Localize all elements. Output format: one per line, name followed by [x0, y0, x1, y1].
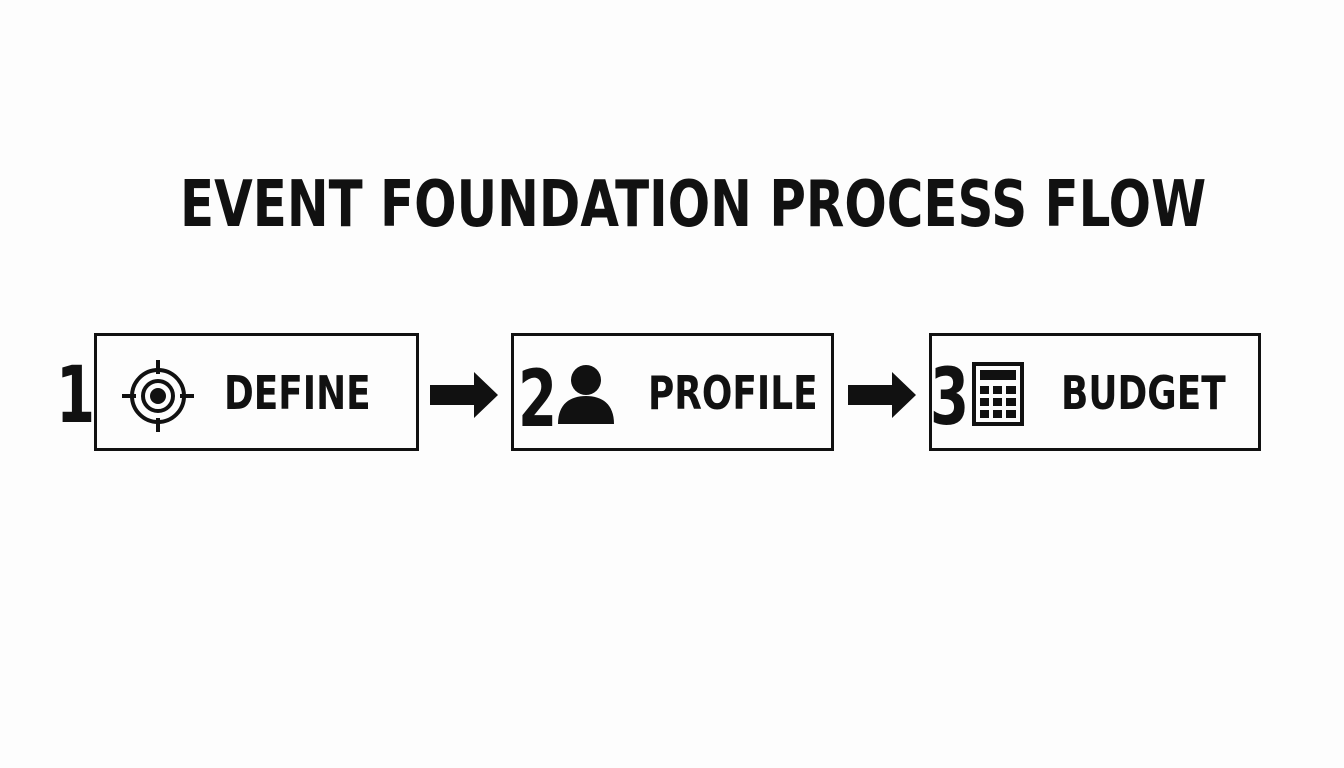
calculator-icon	[972, 362, 1024, 426]
target-icon	[122, 360, 194, 432]
step-1-box	[94, 333, 419, 451]
step-1-label: DEFINE	[224, 366, 371, 420]
arrow-right-icon	[430, 372, 498, 418]
step-2-box	[511, 333, 834, 451]
step-2-label: PROFILE	[648, 366, 818, 420]
arrow-right-icon	[848, 372, 916, 418]
person-icon	[558, 365, 614, 424]
step-3-label: BUDGET	[1061, 366, 1226, 420]
step-3-box	[929, 333, 1261, 451]
diagram-title: EVENT FOUNDATION PROCESS FLOW	[180, 168, 1207, 242]
step-3-number: 3	[930, 353, 970, 443]
step-1-number: 1	[56, 351, 96, 441]
step-2-number: 2	[518, 355, 558, 445]
